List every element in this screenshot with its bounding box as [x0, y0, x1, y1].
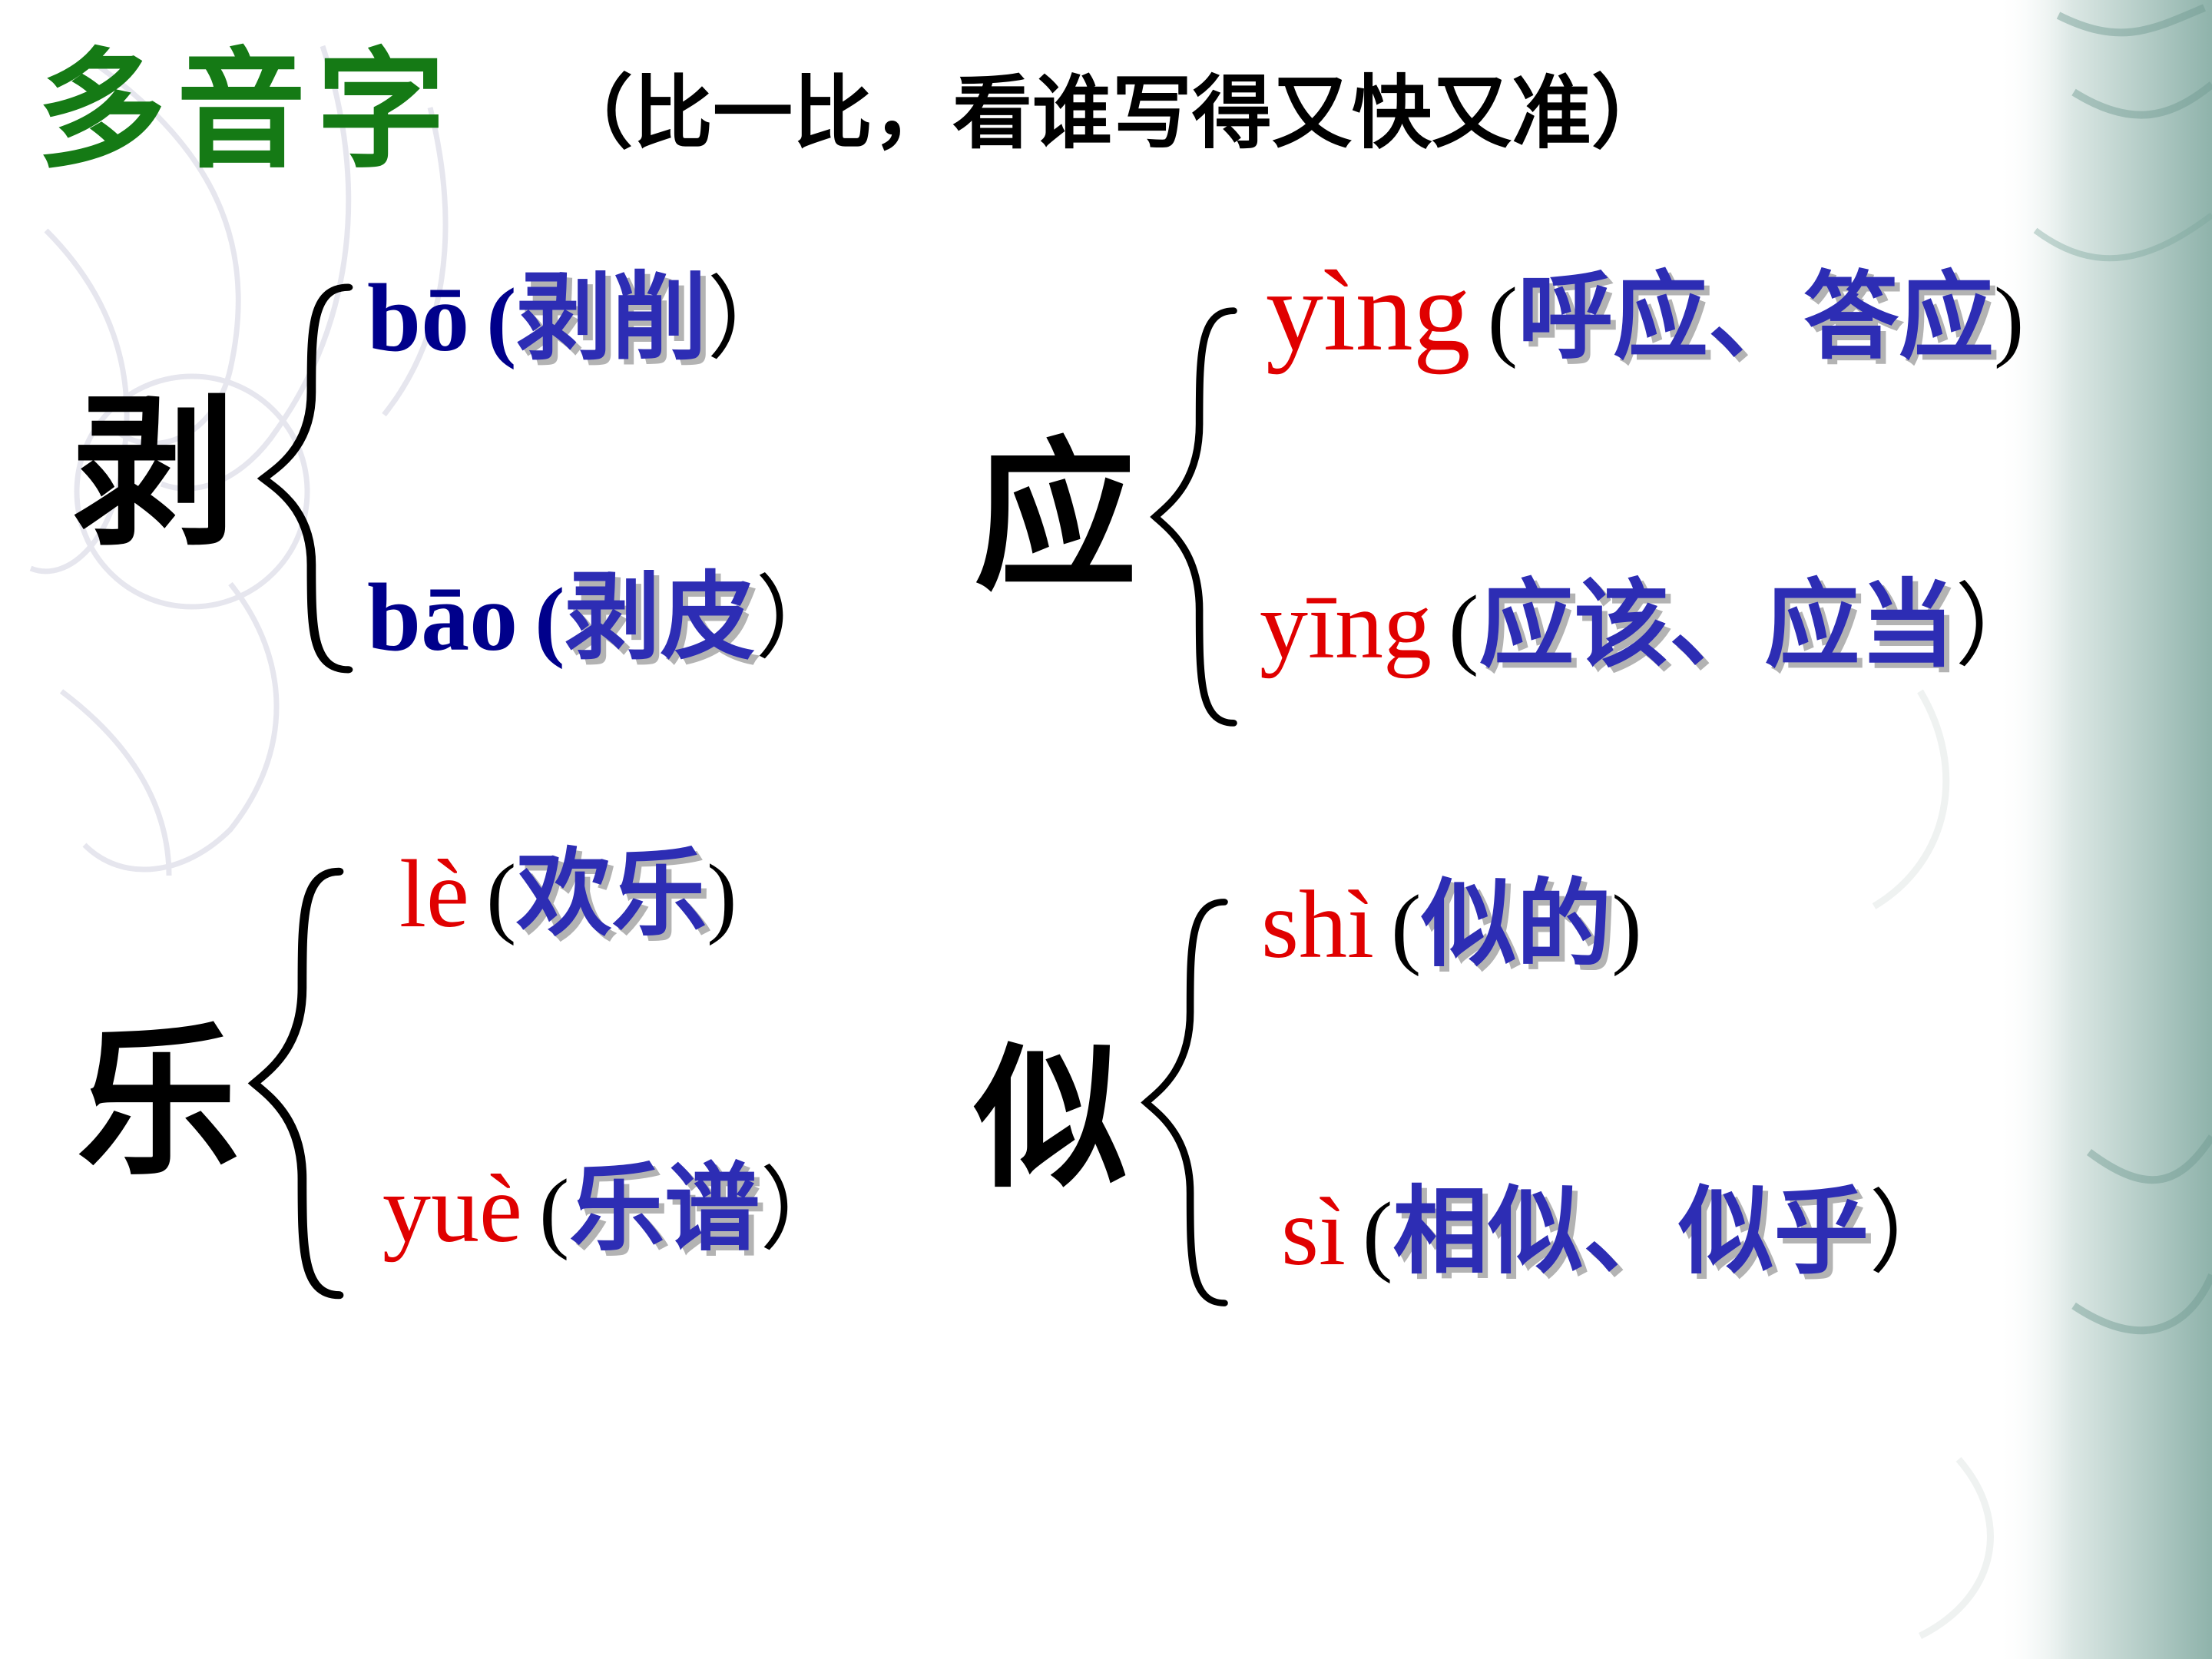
- pinyin-text: yìng: [1266, 247, 1471, 375]
- character-le: 乐: [77, 1012, 240, 1194]
- pronunciation-row: yìng ( 呼应、答应 ): [1266, 253, 2024, 369]
- open-paren: (: [535, 569, 565, 670]
- word-text: 乐谱: [569, 1156, 760, 1262]
- pronunciation-row: lè ( 欢乐 ): [399, 846, 737, 943]
- pinyin-text: yīng: [1260, 572, 1432, 679]
- character-bo: 剥: [73, 382, 236, 564]
- curly-brace-icon: [1137, 897, 1229, 1308]
- page-title: 多音字: [37, 38, 456, 183]
- pinyin-text: bāo: [367, 565, 518, 671]
- right-band: [1997, 0, 2212, 1659]
- curly-brace-icon: [244, 866, 344, 1300]
- close-paren: ）: [755, 569, 846, 670]
- open-paren: (: [538, 1161, 570, 1261]
- word-text: 欢乐: [516, 841, 707, 947]
- page-subtitle: （比一比，看谁写得又快又准）: [553, 70, 1672, 158]
- open-paren: (: [486, 270, 517, 370]
- open-paren: (: [1391, 876, 1422, 977]
- pinyin-text: shì: [1261, 872, 1375, 979]
- curly-brace-icon: [1146, 306, 1238, 728]
- open-paren: (: [485, 846, 517, 946]
- pinyin-text: yuè: [382, 1156, 522, 1263]
- word-text: 相似、似乎: [1392, 1179, 1869, 1285]
- character-ying: 应: [974, 426, 1137, 608]
- word-text: 剥皮: [565, 565, 756, 671]
- pinyin-text: lè: [399, 841, 469, 948]
- word-text: 呼应、答应: [1517, 264, 1994, 370]
- close-paren: ): [1994, 269, 2025, 369]
- pronunciation-row: bō ( 剥削 ）: [367, 270, 797, 367]
- word-text: 似的: [1421, 872, 1612, 978]
- close-paren: ): [707, 846, 737, 946]
- open-paren: (: [1449, 577, 1479, 677]
- pronunciation-row: shì ( 似的 ): [1261, 877, 1642, 974]
- open-paren: (: [1487, 269, 1518, 369]
- pinyin-text: bō: [367, 265, 470, 372]
- word-text: 应该、应当: [1479, 572, 1955, 678]
- close-paren: ): [1611, 876, 1642, 977]
- character-si: 似: [974, 1034, 1128, 1205]
- pinyin-text: sì: [1281, 1179, 1346, 1286]
- curly-brace-icon: [253, 283, 353, 674]
- pronunciation-row: bāo ( 剥皮 ）: [367, 570, 846, 667]
- pronunciation-row: yīng ( 应该、应当 ）: [1260, 578, 2045, 674]
- close-paren: ）: [707, 270, 798, 370]
- pronunciation-row: sì ( 相似、似乎 ）: [1281, 1184, 1959, 1281]
- pronunciation-row: yuè ( 乐谱 ）: [382, 1161, 850, 1258]
- close-paren: ）: [760, 1161, 851, 1261]
- close-paren: ）: [1869, 1184, 1960, 1284]
- open-paren: (: [1363, 1184, 1393, 1284]
- word-text: 剥削: [516, 265, 707, 371]
- close-paren: ）: [1955, 577, 2046, 677]
